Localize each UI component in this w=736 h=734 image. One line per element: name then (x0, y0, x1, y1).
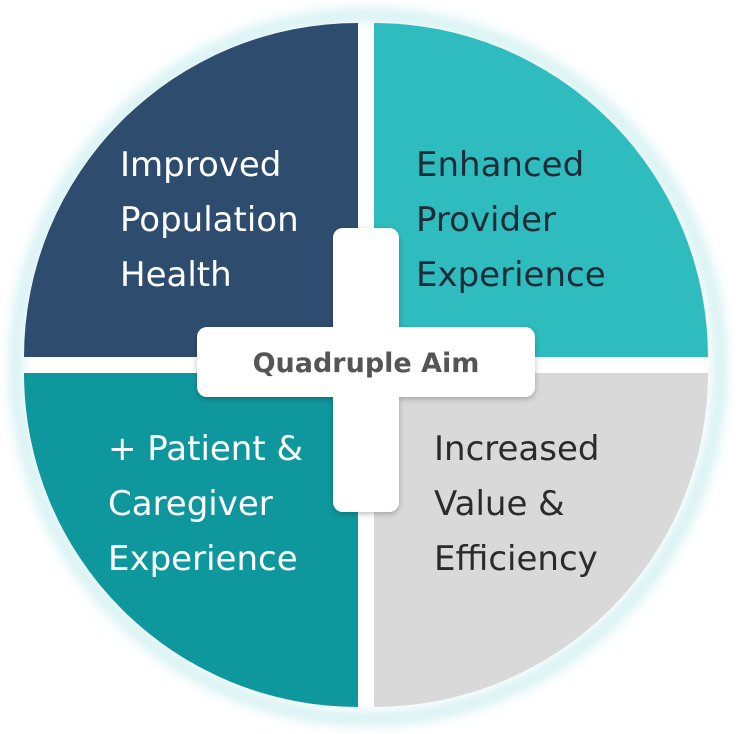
label-line: Population (120, 200, 299, 240)
quadrant-bottom-right (374, 373, 708, 707)
label-line: Value & (434, 484, 565, 524)
quadrant-top-right (374, 23, 708, 357)
label-line: + Patient & (108, 429, 303, 469)
quadrant-label-enhanced-provider-experience: Enhanced Provider Experience (416, 145, 606, 295)
quadrant-label-increased-value-efficiency: Increased Value & Efficiency (434, 429, 610, 579)
quadrant-bottom-left (24, 373, 358, 707)
label-line: Improved (120, 145, 281, 185)
label-line: Experience (108, 539, 298, 579)
quadrant-top-left (24, 23, 358, 357)
quadrant-label-patient-caregiver-experience: + Patient & Caregiver Experience (108, 429, 314, 579)
quadrant-label-improved-population-health: Improved Population Health (120, 145, 309, 295)
cross-vertical-fill (333, 228, 399, 512)
center-label: Quadruple Aim (253, 348, 480, 379)
label-line: Health (120, 255, 232, 295)
label-line: Enhanced (416, 145, 584, 185)
label-line: Caregiver (108, 484, 273, 524)
label-line: Experience (416, 255, 606, 295)
outer-glow-ring (10, 9, 726, 725)
label-line: Increased (434, 429, 599, 469)
label-line: Provider (416, 200, 556, 240)
label-line: Efficiency (434, 539, 598, 579)
